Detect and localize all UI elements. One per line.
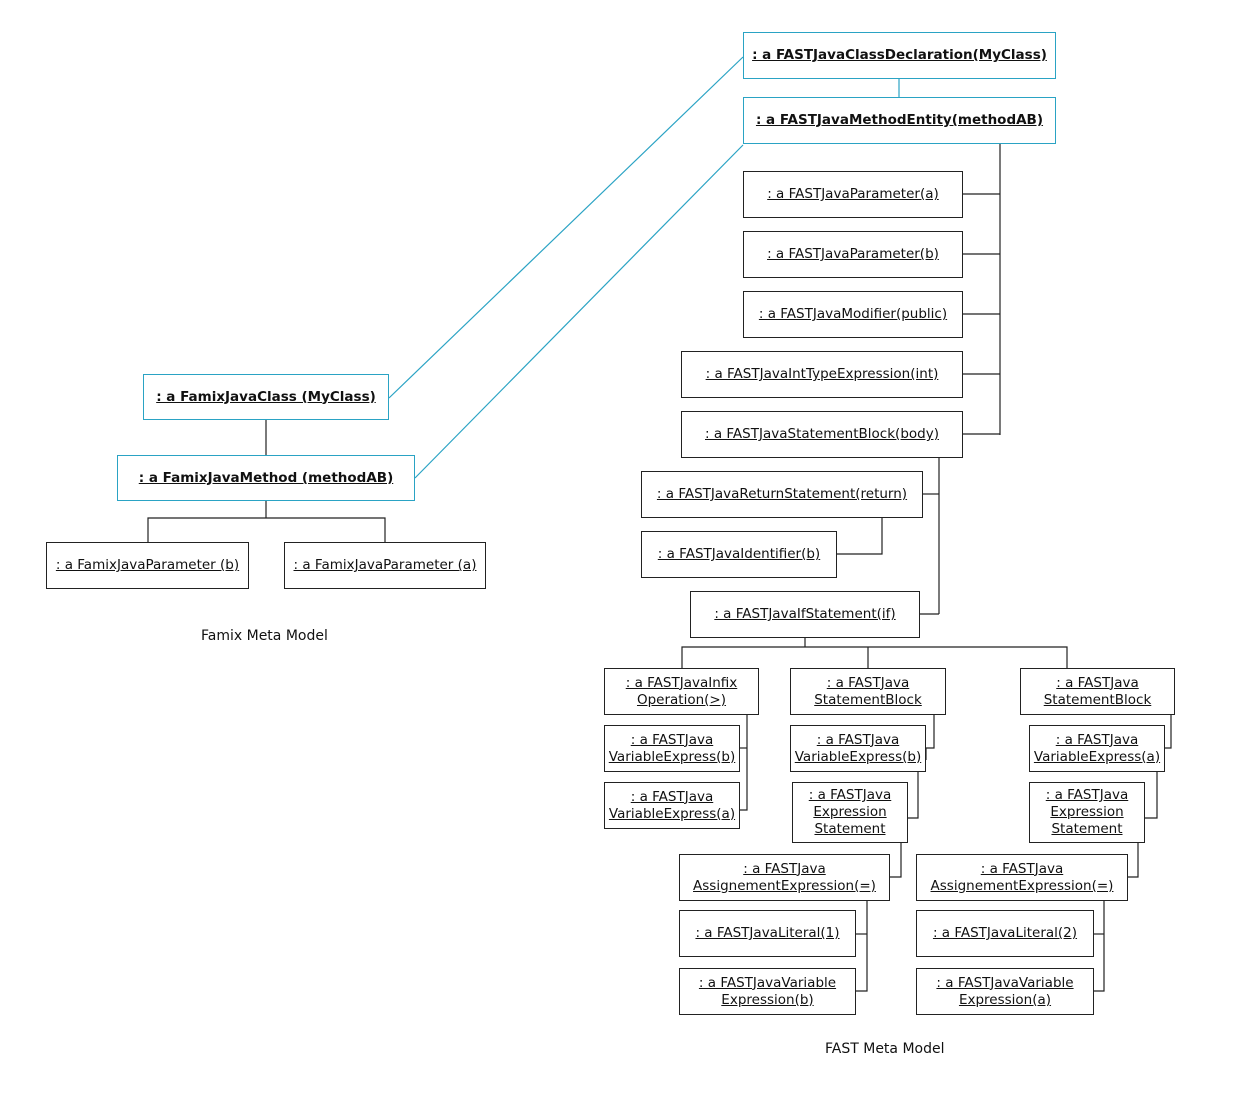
fast-class-declaration-label: : a FASTJavaClassDeclaration(MyClass): [752, 47, 1047, 63]
famix-method-label: : a FamixJavaMethod (methodAB): [138, 469, 394, 486]
fast-method-entity-node: : a FASTJavaMethodEntity(methodAB): [743, 97, 1056, 144]
fast-assignment-1-variable-node: : a FASTJavaVariable Expression(b): [679, 968, 856, 1015]
fast-caption: FAST Meta Model: [825, 1041, 945, 1057]
famix-parameter-a-label: : a FamixJavaParameter (a): [293, 557, 477, 573]
mapping-method-link: [414, 144, 744, 479]
block1-connector: [926, 715, 935, 749]
fast-method-entity-label: : a FASTJavaMethodEntity(methodAB): [755, 112, 1044, 128]
fast-modifier-node: : a FASTJavaModifier(public): [743, 291, 963, 338]
fast-block2-variable-a-node: : a FASTJava VariableExpress(a): [1029, 725, 1165, 772]
fast-literal-2-node: : a FASTJavaLiteral(2): [916, 910, 1094, 957]
fast-block1-variable-b-label: : a FASTJava VariableExpress(b): [794, 731, 922, 765]
fast-block2-expression-statement-label: : a FASTJava Expression Statement: [1045, 787, 1129, 837]
fast-body-block-node: : a FASTJavaStatementBlock(body): [681, 411, 963, 458]
fast-assignment-2-node: : a FASTJava AssignementExpression(=): [916, 854, 1128, 901]
fast-assignment-1-variable-label: : a FASTJavaVariable Expression(b): [698, 974, 837, 1008]
fast-int-type-node: : a FASTJavaIntTypeExpression(int): [681, 351, 963, 398]
fast-return-statement-node: : a FASTJavaReturnStatement(return): [641, 471, 923, 518]
fast-infix-operation-label: : a FASTJavaInfix Operation(>): [625, 674, 738, 708]
fast-int-type-label: : a FASTJavaIntTypeExpression(int): [705, 366, 939, 382]
fast-block1-expression-statement-node: : a FASTJava Expression Statement: [792, 782, 908, 843]
famix-parameter-b-label: : a FamixJavaParameter (b): [55, 557, 240, 573]
fast-parameter-a-label: : a FASTJavaParameter(a): [767, 186, 939, 202]
fast-if-statement-node: : a FASTJavaIfStatement(if): [690, 591, 920, 638]
block2-assign-connector: [1128, 843, 1139, 878]
famix-parameter-a-node: : a FamixJavaParameter (a): [284, 542, 486, 589]
fast-parameter-a-node: : a FASTJavaParameter(a): [743, 171, 963, 218]
fast-assignment-1-node: : a FASTJava AssignementExpression(=): [679, 854, 890, 901]
block2-expr-connector: [1145, 772, 1158, 819]
famix-params-bar: [147, 517, 386, 542]
fast-body-block-label: : a FASTJavaStatementBlock(body): [705, 426, 939, 442]
fast-assignment-2-label: : a FASTJava AssignementExpression(=): [930, 860, 1114, 894]
fast-statement-block-2-label: : a FASTJava StatementBlock: [1043, 674, 1152, 708]
return-identifier-connector: [837, 518, 883, 555]
mapping-class-link: [388, 56, 744, 399]
fast-if-statement-label: : a FASTJavaIfStatement(if): [714, 606, 896, 622]
fast-statement-block-1-label: : a FASTJava StatementBlock: [814, 674, 922, 708]
fast-block1-expression-statement-label: : a FASTJava Expression Statement: [808, 787, 892, 837]
block1-expr-connector: [908, 772, 919, 819]
fast-parameter-b-node: : a FASTJavaParameter(b): [743, 231, 963, 278]
fast-class-declaration-node: : a FASTJavaClassDeclaration(MyClass): [743, 32, 1056, 79]
fast-infix-variable-b-label: : a FASTJava VariableExpress(b): [608, 731, 736, 765]
fast-infix-variable-b-node: : a FASTJava VariableExpress(b): [604, 725, 740, 772]
fast-block1-variable-b-node: : a FASTJava VariableExpress(b): [790, 725, 926, 772]
fast-infix-variable-a-node: : a FASTJava VariableExpress(a): [604, 782, 740, 829]
fast-return-statement-label: : a FASTJavaReturnStatement(return): [656, 486, 908, 502]
famix-parameter-b-node: : a FamixJavaParameter (b): [46, 542, 249, 589]
fast-assignment-1-label: : a FASTJava AssignementExpression(=): [693, 860, 876, 894]
fast-statement-block-2-node: : a FASTJava StatementBlock: [1020, 668, 1175, 715]
famix-class-node: : a FamixJavaClass (MyClass): [143, 374, 389, 420]
fast-assignment-2-variable-node: : a FASTJavaVariable Expression(a): [916, 968, 1094, 1015]
famix-method-node: : a FamixJavaMethod (methodAB): [117, 455, 415, 501]
fast-identifier-node: : a FASTJavaIdentifier(b): [641, 531, 837, 578]
fast-literal-1-node: : a FASTJavaLiteral(1): [679, 910, 856, 957]
famix-class-label: : a FamixJavaClass (MyClass): [156, 388, 376, 405]
fast-block2-variable-a-label: : a FASTJava VariableExpress(a): [1033, 731, 1161, 765]
fast-infix-operation-node: : a FASTJavaInfix Operation(>): [604, 668, 759, 715]
assign2-children-spine: [1094, 901, 1105, 992]
fast-assignment-2-variable-label: : a FASTJavaVariable Expression(a): [936, 974, 1074, 1008]
fast-identifier-label: : a FASTJavaIdentifier(b): [657, 546, 821, 562]
fast-modifier-label: : a FASTJavaModifier(public): [758, 306, 948, 322]
famix-caption: Famix Meta Model: [201, 628, 328, 644]
assign1-children-spine: [856, 901, 868, 992]
block2-connector: [1165, 715, 1172, 749]
fast-parameter-b-label: : a FASTJavaParameter(b): [767, 246, 939, 262]
if-branch-bar: [681, 646, 1068, 668]
infix-children-spine: [740, 715, 748, 811]
block1-assign-connector: [890, 843, 902, 878]
fast-infix-variable-a-label: : a FASTJava VariableExpress(a): [608, 788, 736, 822]
fast-literal-2-label: : a FASTJavaLiteral(2): [932, 925, 1078, 941]
fast-block2-expression-statement-node: : a FASTJava Expression Statement: [1029, 782, 1145, 843]
fast-literal-1-label: : a FASTJavaLiteral(1): [695, 925, 840, 941]
fast-statement-block-1-node: : a FASTJava StatementBlock: [790, 668, 946, 715]
